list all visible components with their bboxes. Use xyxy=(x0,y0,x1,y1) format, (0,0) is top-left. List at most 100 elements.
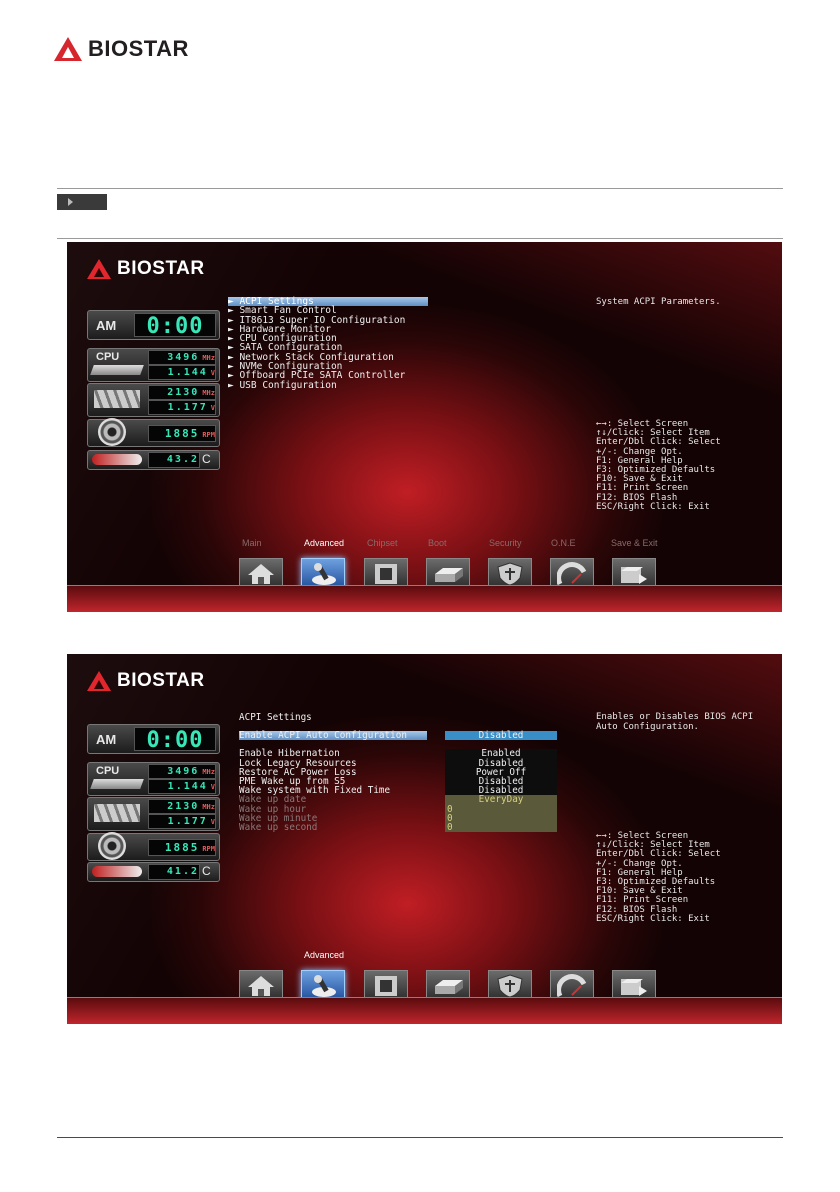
brand-wordmark: BIOSTAR xyxy=(88,36,189,61)
menu-item-label: Network Stack Configuration xyxy=(239,351,394,363)
tab-boot[interactable] xyxy=(426,558,470,590)
section-title: ACPI Settings xyxy=(239,713,312,722)
help-line: F10: Save & Exit xyxy=(596,474,683,485)
bios-floor xyxy=(67,585,782,612)
value-lock-legacy-resources[interactable]: Disabled xyxy=(445,758,557,768)
value-wake-up-second: 0 xyxy=(445,823,557,832)
advanced-menu-list: ► ACPI Settings ► Smart Fan Control ► IT… xyxy=(228,297,428,390)
menu-item-cpu-configuration[interactable]: ► CPU Configuration xyxy=(228,333,337,345)
menu-item-usb-configuration[interactable]: ► USB Configuration xyxy=(228,379,337,391)
value-pme-wake-up-from-s5[interactable]: Disabled xyxy=(445,777,557,786)
setting-restore-ac-power-loss[interactable]: Restore AC Power Loss xyxy=(239,766,357,778)
setting-lock-legacy-resources[interactable]: Lock Legacy Resources xyxy=(239,757,357,769)
bios-logo: BIOSTAR xyxy=(87,670,205,692)
thermometer-icon xyxy=(92,866,142,877)
tab-label-boot: Boot xyxy=(428,538,447,548)
setting-enable-hibernation[interactable]: Enable Hibernation xyxy=(239,748,340,760)
setting-pme-wake-up-from-s5[interactable]: PME Wake up from S5 xyxy=(239,775,346,787)
help-line: ←→: Select Screen xyxy=(596,419,689,429)
help-line: F11: Print Screen xyxy=(596,483,689,494)
value-enable-acpi-auto-configuration[interactable]: Disabled xyxy=(445,731,557,740)
setting-wake-system-with-fixed-time[interactable]: Wake system with Fixed Time xyxy=(239,785,391,797)
joystick-icon xyxy=(312,975,336,997)
mem-freq-unit: MHz xyxy=(202,803,215,811)
menu-item-nvme-configuration[interactable]: ► NVMe Configuration xyxy=(228,361,343,373)
tab-label-advanced: Advanced xyxy=(304,950,345,960)
setting-enable-acpi-auto-configuration[interactable]: Enable ACPI Auto Configuration xyxy=(239,731,427,740)
cpu-label: CPU xyxy=(96,765,120,777)
cpu-freq-unit: MHz xyxy=(202,354,215,362)
fan-rpm-unit: RPM xyxy=(202,431,215,439)
menu-item-offboard-pcie-sata-controller[interactable]: ► Offboard PCIe SATA Controller xyxy=(228,370,406,382)
tab-chipset[interactable] xyxy=(364,558,408,590)
help-line: +/-: Change Opt. xyxy=(596,858,683,869)
menu-item-label: Offboard PCIe SATA Controller xyxy=(239,370,406,382)
help-line: F10: Save & Exit xyxy=(596,886,683,897)
tab-advanced[interactable] xyxy=(301,970,345,1002)
divider-top xyxy=(57,188,783,189)
help-line: F3: Optimized Defaults xyxy=(596,465,716,476)
help-line: ↑↓/Click: Select Item xyxy=(596,840,710,851)
help-line: ESC/Right Click: Exit xyxy=(596,501,710,512)
tab-chipset[interactable] xyxy=(364,970,408,1002)
fan-rpm-unit: RPM xyxy=(202,845,215,853)
tab-security[interactable] xyxy=(488,970,532,1002)
mem-freq-value: 2130 xyxy=(167,387,200,398)
mem-volt-value: 1.177 xyxy=(167,402,208,413)
setting-wake-up-date: Wake up date xyxy=(239,794,307,806)
temperature-value: 41.2 xyxy=(148,864,200,880)
temperature-panel: 43.2 C xyxy=(87,450,220,470)
fan-icon xyxy=(98,832,126,860)
tab-advanced[interactable] xyxy=(301,558,345,590)
menu-item-super-io-configuration[interactable]: ► IT8613 Super IO Configuration xyxy=(228,314,406,326)
cpu-freq-unit: MHz xyxy=(202,768,215,776)
help-line: F11: Print Screen xyxy=(596,895,689,906)
value-wake-up-minute: 0 xyxy=(445,813,557,823)
tab-one[interactable] xyxy=(550,970,594,1002)
value-enable-hibernation[interactable]: Enabled xyxy=(445,749,557,759)
cpu-volt-unit: V xyxy=(210,369,215,377)
clock-period: AM xyxy=(96,732,117,747)
value-wake-system-with-fixed-time[interactable]: Disabled xyxy=(445,786,557,795)
cpu-chip-icon xyxy=(90,365,144,375)
help-line: F12: BIOS Flash xyxy=(596,904,678,915)
menu-item-smart-fan-control[interactable]: ► Smart Fan Control xyxy=(228,305,337,317)
menu-item-sata-configuration[interactable]: ► SATA Configuration xyxy=(228,342,343,354)
tab-label-save-exit: Save & Exit xyxy=(611,538,658,548)
help-line: ESC/Right Click: Exit xyxy=(596,913,710,924)
home-icon xyxy=(248,976,274,996)
fan-rpm-value: 1885 xyxy=(164,427,200,440)
item-description: Enables or Disables BIOS ACPI Auto Confi… xyxy=(596,712,754,732)
tab-one[interactable] xyxy=(550,558,594,590)
brand-logo: BIOSTAR xyxy=(54,36,189,62)
cpu-volt-value: 1.144 xyxy=(167,367,208,378)
shield-icon xyxy=(497,974,523,998)
tab-security[interactable] xyxy=(488,558,532,590)
menu-item-acpi-settings[interactable]: ► ACPI Settings xyxy=(228,297,428,306)
divider-bottom xyxy=(57,238,783,239)
tab-save-exit[interactable] xyxy=(612,970,656,1002)
speedometer-icon xyxy=(557,562,587,586)
cpu-freq-value: 3496 xyxy=(167,352,200,363)
note-tab xyxy=(57,194,107,210)
folder-exit-icon xyxy=(621,567,647,584)
cpu-label: CPU xyxy=(96,351,120,363)
menu-item-hardware-monitor[interactable]: ► Hardware Monitor xyxy=(228,323,331,335)
tab-boot[interactable] xyxy=(426,970,470,1002)
tab-main[interactable] xyxy=(239,970,283,1002)
menu-item-network-stack-configuration[interactable]: ► Network Stack Configuration xyxy=(228,351,394,363)
tab-save-exit[interactable] xyxy=(612,558,656,590)
memory-module-icon xyxy=(94,390,140,408)
acpi-settings-values: Disabled Enabled Disabled Power Off Disa… xyxy=(445,731,557,832)
value-restore-ac-power-loss[interactable]: Power Off xyxy=(445,768,557,777)
temperature-value: 43.2 xyxy=(148,452,200,468)
